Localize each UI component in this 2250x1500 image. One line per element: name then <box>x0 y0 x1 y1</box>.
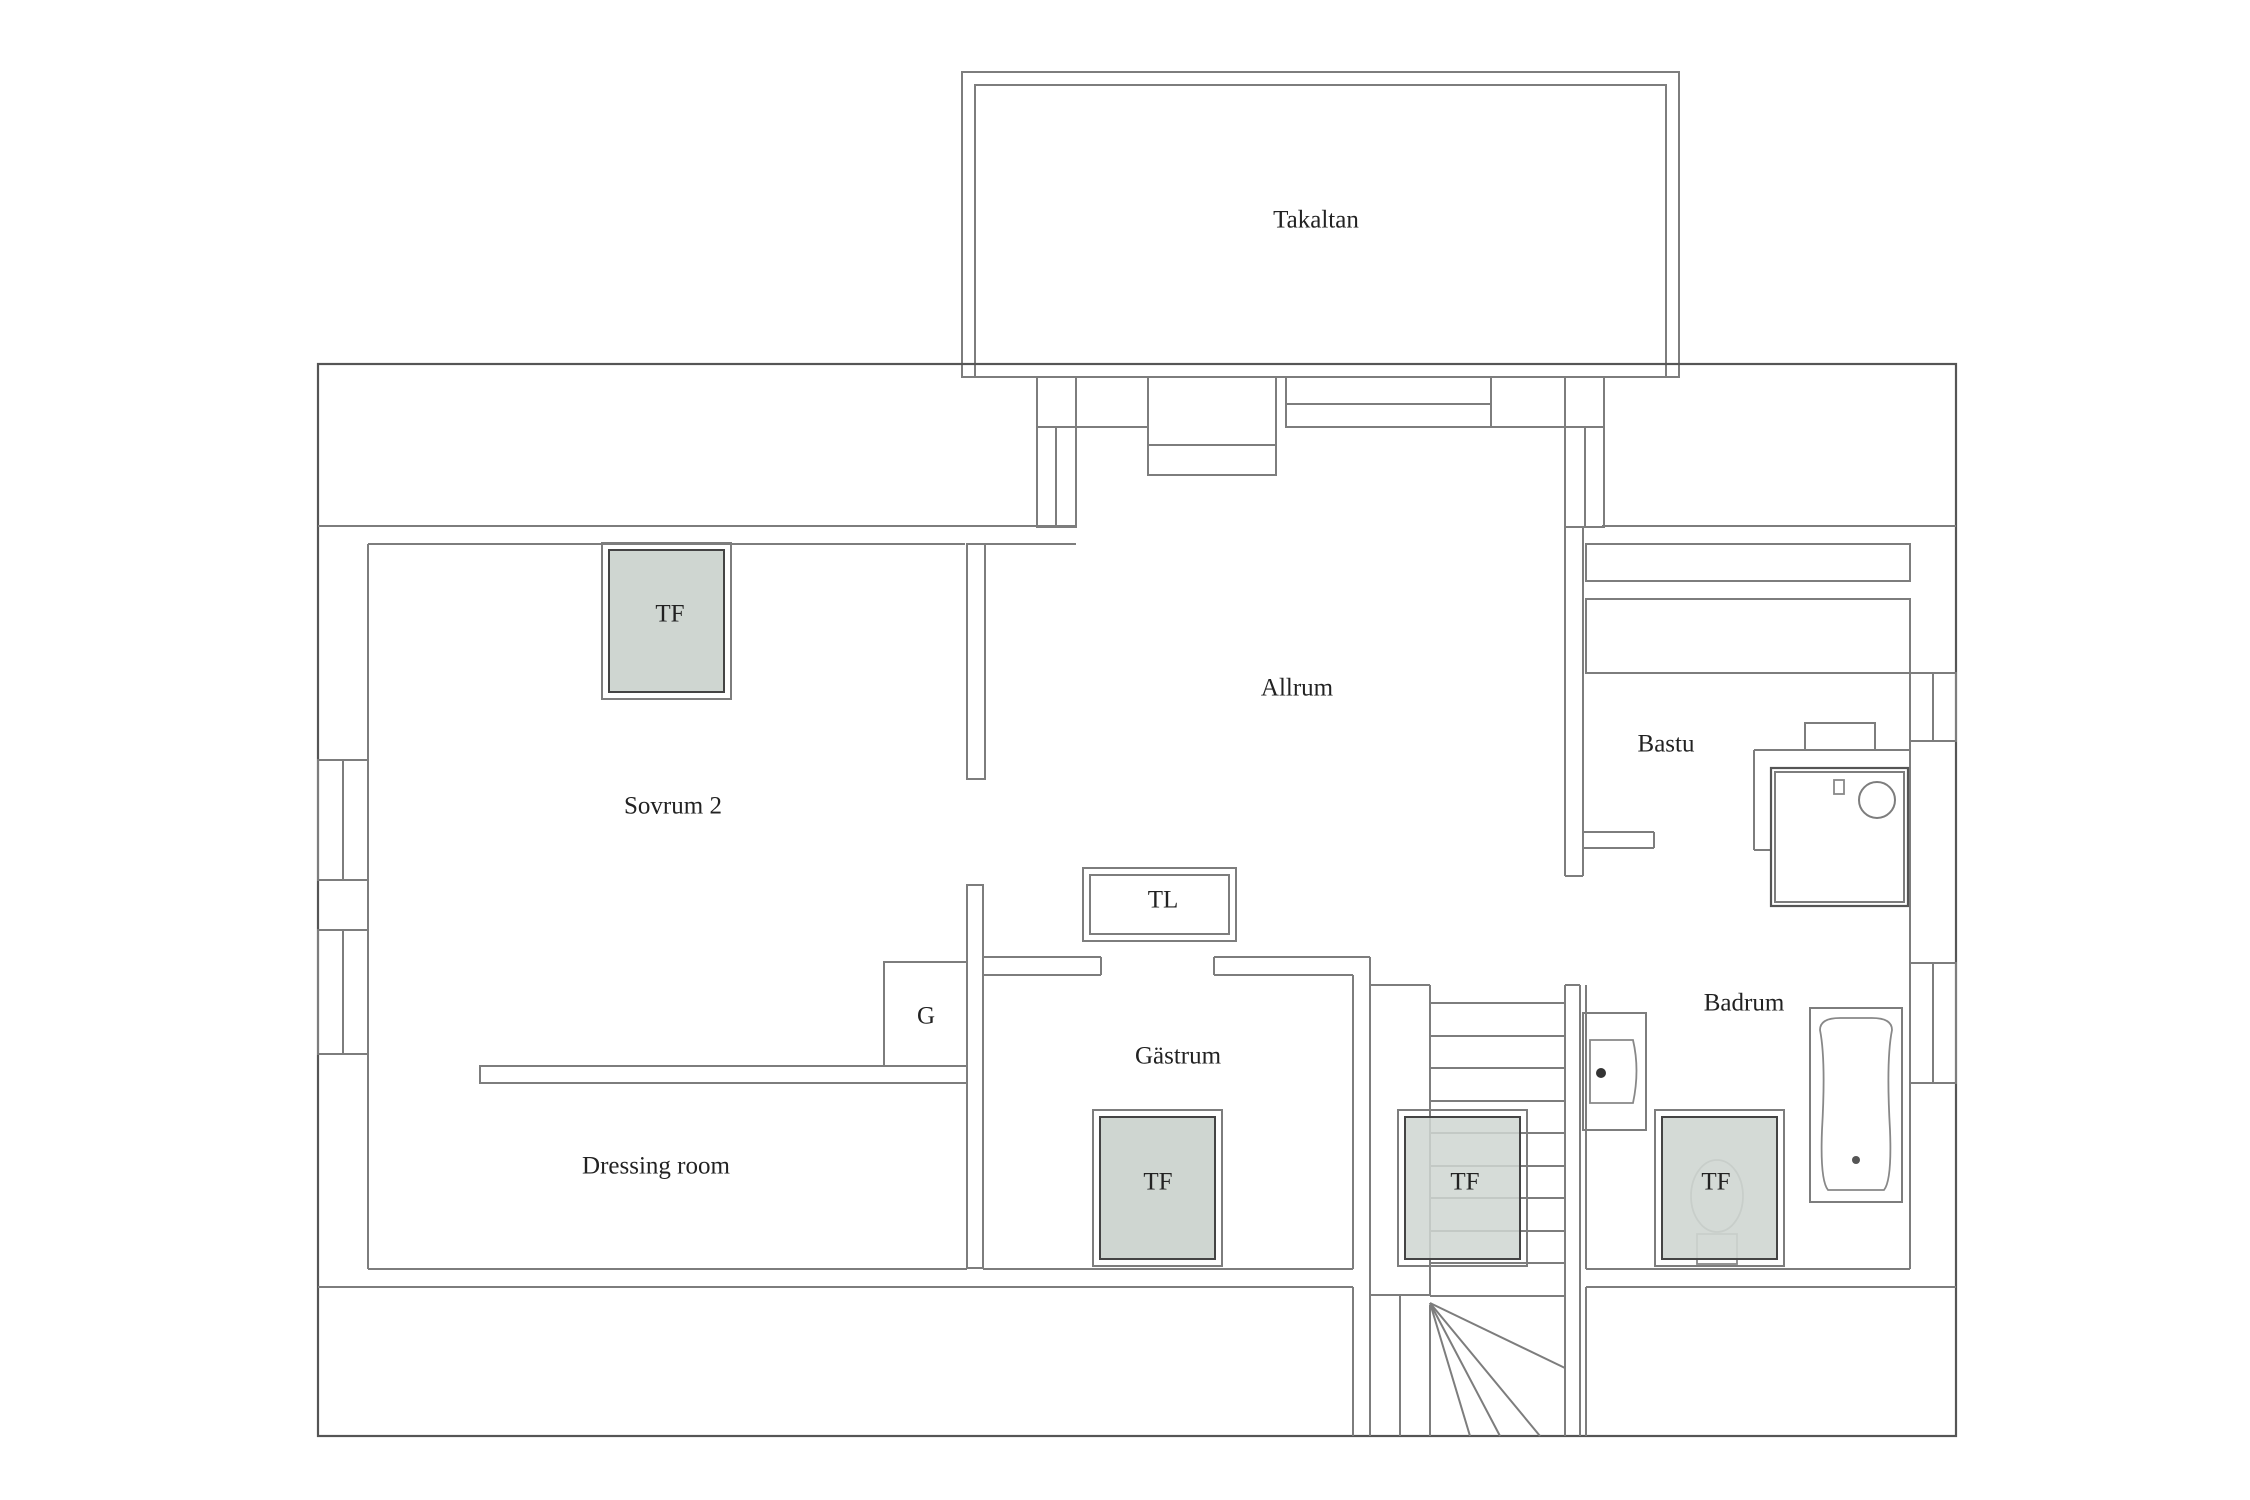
tf-unit-gastrum: TF <box>1092 1109 1223 1267</box>
g-label: G <box>917 1003 935 1030</box>
room-label-sovrum-2: Sovrum 2 <box>624 793 722 820</box>
bathtub <box>1809 1007 1903 1203</box>
gastrum-walls <box>983 956 1371 1436</box>
room-label-badrum: Badrum <box>1704 990 1785 1017</box>
room-label-dressing-room: Dressing room <box>582 1153 730 1180</box>
tf-unit-badrum: TF <box>1654 1109 1785 1267</box>
outer-walls <box>316 362 1958 1438</box>
bastu-badrum-walls <box>1564 526 1957 1270</box>
washbasin <box>1582 1012 1647 1131</box>
shower-head-icon <box>1833 779 1845 795</box>
room-label-bastu: Bastu <box>1638 731 1695 758</box>
shower <box>1769 766 1910 908</box>
tl-unit: TL <box>1082 867 1237 942</box>
tf-unit-stair: TF <box>1397 1109 1528 1267</box>
bottom-strip <box>318 1286 1956 1436</box>
washbasin-icon <box>1589 1039 1638 1104</box>
tf-label: TF <box>1450 1169 1479 1196</box>
tf-label: TF <box>1701 1169 1730 1196</box>
top-strip <box>318 376 1956 528</box>
bathtub-icon <box>1819 1017 1893 1191</box>
room-label-gastrum: Gästrum <box>1135 1043 1222 1070</box>
staircase <box>1370 984 1581 1437</box>
tf-unit-sovrum: TF <box>601 542 732 700</box>
shower-drain-icon <box>1858 781 1896 819</box>
tf-label: TF <box>1143 1169 1172 1196</box>
room-label-allrum: Allrum <box>1261 675 1334 702</box>
tf-label: TF <box>655 601 684 628</box>
tl-label: TL <box>1148 887 1179 914</box>
sovrum-walls <box>317 525 1076 1270</box>
room-label-takaltan: Takaltan <box>1273 207 1359 234</box>
